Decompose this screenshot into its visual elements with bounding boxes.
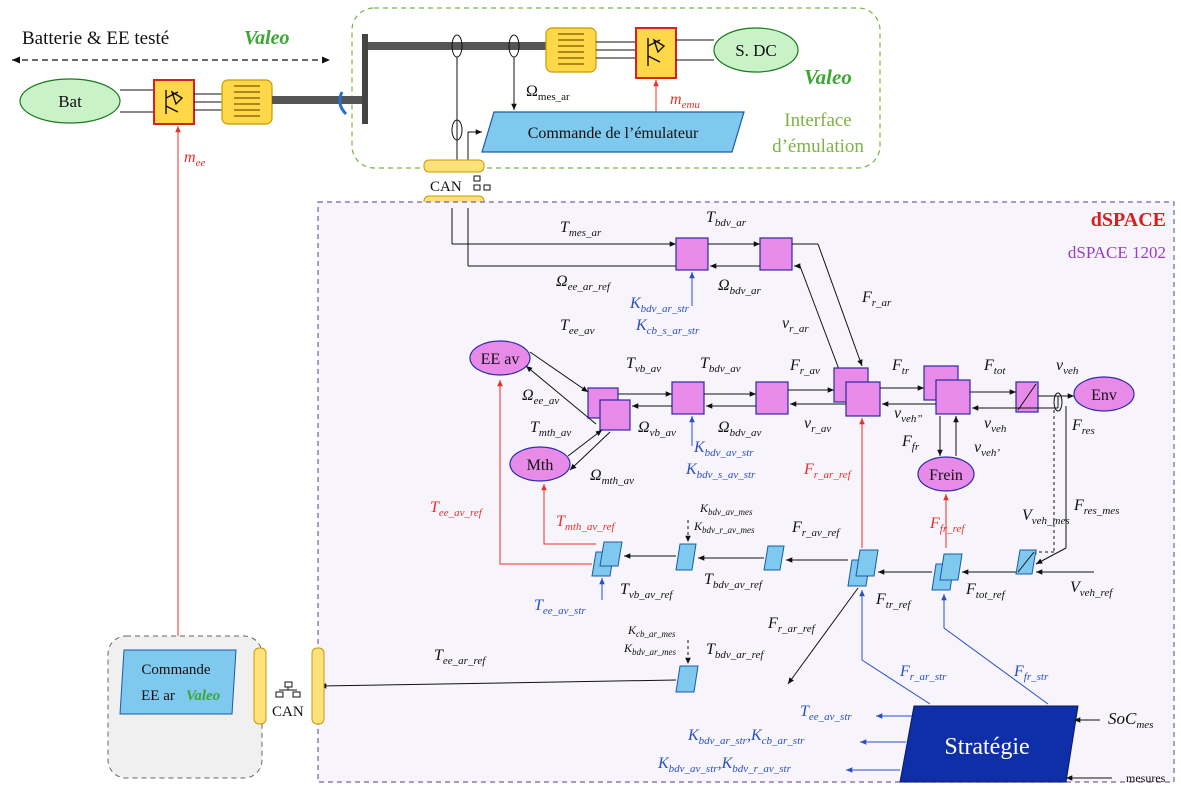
interface-label-1: Interface: [784, 110, 852, 131]
block-sum-1b: [845, 381, 881, 417]
ref-block-5b: [939, 553, 963, 581]
can-bus-top-upper: [423, 159, 485, 173]
m-ee-label: mee: [184, 149, 205, 169]
emulator-command-box: [481, 111, 745, 153]
block-rear-2: [759, 237, 793, 271]
mesures-label: mesures: [1126, 771, 1166, 785]
interface-label-2: d’émulation: [772, 136, 864, 157]
inverter-2: [635, 27, 677, 79]
block-front-3: [755, 381, 789, 415]
bat-ellipse: [19, 78, 121, 124]
mth-label: Mth: [527, 457, 554, 474]
commande-ee-ar-box: [119, 649, 237, 715]
commande-ee-ar-label-2: EE ar: [141, 688, 175, 704]
dspace-brand: dSPACE: [1091, 209, 1166, 231]
omega-mes-ar-label: Ωmes_ar: [526, 83, 570, 103]
rotation-arrow-icon: [338, 91, 348, 116]
valeo-logo-top: Valeo: [244, 27, 290, 49]
commande-ee-ar-label-1: Commande: [141, 662, 210, 678]
ref-block-2: [675, 543, 697, 571]
frein-ellipse: [917, 456, 975, 492]
sdc-label: S. DC: [735, 41, 777, 60]
can-bottom-label: CAN: [272, 704, 304, 720]
strategie-label: Stratégie: [944, 734, 1029, 760]
sdc-ellipse: [713, 27, 799, 73]
ref-block-7: [675, 665, 699, 693]
coupling-bar: [362, 34, 368, 124]
ref-block-1b: [599, 541, 623, 567]
inverter-1: [153, 79, 195, 125]
strategie-block: [899, 705, 1079, 783]
battery-label: Batterie & EE testé: [22, 28, 169, 49]
emulation-interface-frame: [351, 7, 881, 169]
valeo-logo-bottom: Valeo: [186, 688, 220, 704]
valeo-logo-interface: Valeo: [804, 65, 852, 89]
can-top-label: CAN: [430, 179, 462, 195]
can-bus-bottom-left: [253, 647, 267, 725]
ref-block-4b: [855, 549, 879, 577]
block-front-1b: [599, 399, 631, 431]
env-label: Env: [1091, 387, 1117, 404]
ref-block-3: [763, 545, 785, 571]
emulator-command-label: Commande de l’émulateur: [528, 125, 699, 142]
m-emu-label: memu: [670, 91, 700, 111]
transistor-icon-2: [647, 38, 666, 66]
network-icon-top: [473, 175, 491, 191]
block-rear-1: [675, 237, 709, 271]
block-sum-2b: [935, 379, 971, 415]
dspace-model: dSPACE 1202: [1068, 243, 1166, 262]
bat-label: Bat: [58, 92, 82, 111]
ee-av-ellipse: [469, 340, 531, 376]
shaft-top: [368, 42, 546, 50]
transistor-icon: [165, 90, 184, 114]
network-icon-bottom: [275, 681, 301, 698]
ee-av-label: EE av: [481, 351, 520, 368]
label-omega-bdv-av: Ωbdv_av: [718, 419, 761, 439]
frein-label: Frein: [929, 467, 963, 484]
dspace-frame: [317, 201, 1175, 783]
shaft-left: [272, 96, 364, 104]
can-bus-bottom-right: [311, 647, 325, 725]
block-front-2: [671, 381, 705, 415]
env-ellipse: [1073, 376, 1135, 412]
